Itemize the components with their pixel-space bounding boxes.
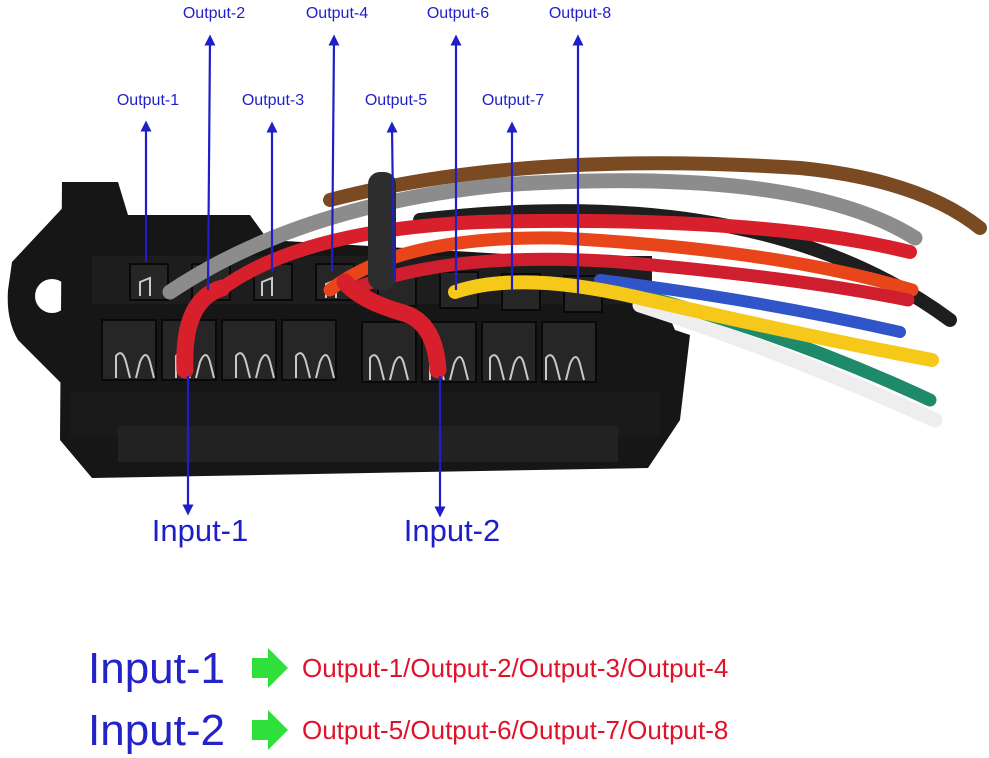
mounting-hole [35,279,69,313]
input-1-label: Input-1 [152,513,249,548]
wire-harness [162,156,987,428]
gray-wire [162,173,923,300]
output-1-label: Output-1 [117,92,179,109]
input-labels: Input-1 Input-2 [152,513,501,548]
output-5-arrow [386,121,398,281]
callout-arrows [140,34,584,518]
output-6-label: Output-6 [427,5,489,22]
housing-base [118,426,618,462]
output-labels: Output-1 Output-2 Output-3 Output-4 Outp… [117,5,611,109]
legend-outputs-2: Output-5/Output-6/Output-7/Output-8 [302,715,728,745]
right-arrow-icon [252,648,288,688]
output-8-label: Output-8 [549,5,611,22]
output-2-arrow [204,34,216,291]
input-2-label: Input-2 [404,513,501,548]
output-4-label: Output-4 [306,5,368,22]
white-wire [632,297,943,428]
output-5-label: Output-5 [365,92,427,109]
input-1-loop [176,279,231,379]
legend: Input-1 Output-1/Output-2/Output-3/Outpu… [88,644,728,755]
red-wire-upper [213,213,917,297]
legend-input-2: Input-2 [88,706,225,755]
legend-row-1: Input-1 Output-1/Output-2/Output-3/Outpu… [88,644,728,693]
right-arrow-icon [252,710,288,750]
cable-tie [368,172,396,290]
legend-outputs-1: Output-1/Output-2/Output-3/Output-4 [302,653,728,683]
red-wire-lower [343,252,915,307]
brown-wire [323,156,987,235]
output-2-label: Output-2 [183,5,245,22]
output-3-label: Output-3 [242,92,304,109]
input-2-loop [336,273,447,379]
output-4-arrow [328,34,340,273]
legend-input-1: Input-1 [88,644,225,693]
blue-wire [594,274,906,338]
legend-row-2: Input-2 Output-5/Output-6/Output-7/Outpu… [88,706,728,755]
yellow-wire [448,275,939,367]
output-7-label: Output-7 [482,92,544,109]
